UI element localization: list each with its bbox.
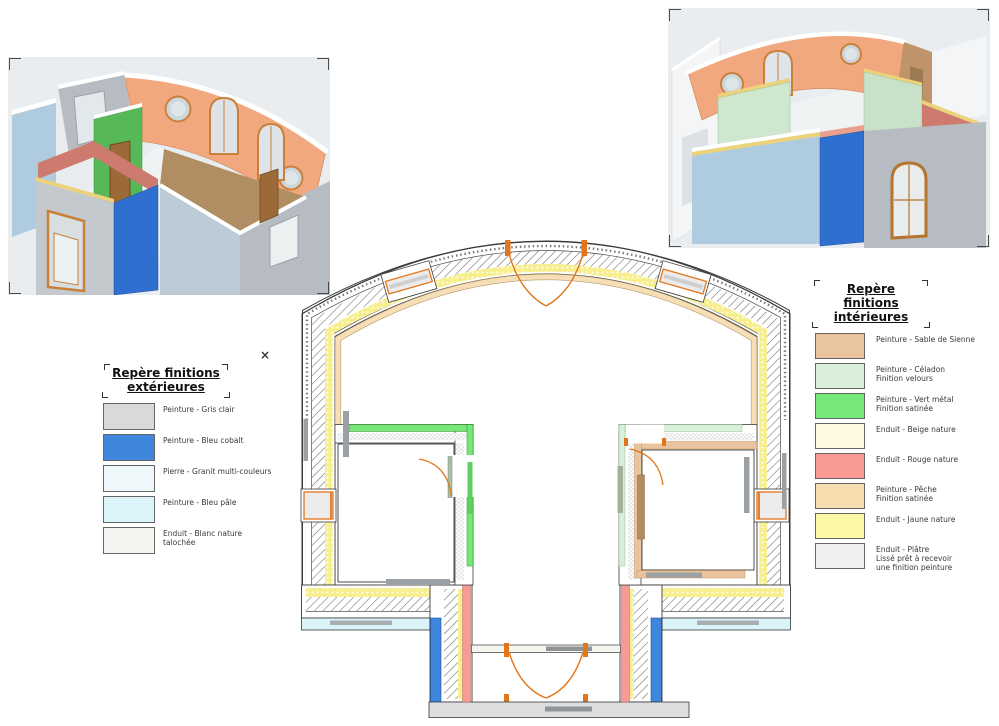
finish-swatch — [815, 483, 865, 509]
finish-swatch — [815, 543, 865, 569]
legend-exterior-finishes: Repère finitions extérieures Peinture - … — [102, 364, 303, 558]
red-wall — [38, 141, 158, 195]
corner-bracket-icon — [977, 9, 989, 21]
finish-swatch — [103, 496, 155, 523]
cobalt-panel — [819, 130, 865, 247]
sable-band-side — [634, 441, 642, 579]
legend-item: Peinture - Bleu cobalt — [103, 434, 303, 461]
cobalt-face — [430, 617, 442, 703]
sable-band-bottom — [636, 570, 746, 579]
door-swing — [418, 458, 453, 497]
finish-swatch — [103, 403, 155, 430]
step-face — [661, 617, 791, 631]
close-icon[interactable]: × — [260, 348, 271, 362]
south-wall-right-wing — [620, 584, 791, 631]
3d-view-left-drawing — [12, 71, 330, 295]
corner-bracket-icon — [9, 282, 21, 294]
rouge-face-east — [621, 581, 630, 703]
corner-bracket-icon — [9, 58, 21, 70]
legend-item: Enduit - Rouge nature — [815, 453, 995, 479]
legend-interior-title: Repère finitions intérieures — [812, 280, 930, 328]
front-left-lightblue-wall — [692, 128, 820, 244]
right-room — [158, 149, 307, 236]
finish-swatch — [103, 527, 155, 554]
wall-fitting — [782, 453, 787, 509]
finish-swatch — [815, 333, 865, 359]
finish-swatch — [815, 393, 865, 419]
3d-view-right-drawing — [671, 31, 986, 248]
legend-item: Pierre - Granit multi-couleurs — [103, 465, 303, 492]
entry-porch — [428, 701, 690, 718]
front-right-gray-wall — [864, 122, 986, 248]
right-room — [617, 424, 758, 586]
front-left-gray-wall — [36, 177, 114, 295]
corner-bracket-icon — [669, 9, 681, 21]
west-window — [300, 488, 337, 523]
right-inner-lightblue-wall — [160, 187, 240, 295]
legend-item: Enduit - Beige nature — [815, 423, 995, 449]
east-window — [753, 488, 790, 523]
corner-bracket-icon — [669, 235, 681, 247]
north-double-door — [505, 240, 587, 307]
legend-item: Enduit - Jaune nature — [815, 513, 995, 539]
entry-east-wall — [619, 584, 663, 703]
south-wall-left-wing — [301, 584, 472, 631]
door-swing — [629, 448, 664, 486]
room-interior — [641, 449, 755, 571]
arch-inner-finish-band — [334, 273, 758, 430]
small-window — [269, 214, 299, 268]
radiator — [744, 457, 750, 513]
wardrobe — [637, 474, 645, 540]
legend-interior-finishes: Repère finitions intérieures Peinture - … — [812, 280, 995, 576]
corner-bracket-icon — [977, 235, 989, 247]
salmon-cap — [820, 125, 864, 138]
legend-item: Peinture - Bleu pâle — [103, 496, 303, 523]
celadon-band-side — [618, 424, 626, 567]
step-face — [301, 617, 431, 631]
vert-metal-band-side — [466, 424, 474, 567]
finish-swatch — [815, 453, 865, 479]
celadon-band-top — [618, 424, 743, 432]
rouge-face-west — [462, 581, 471, 703]
cobalt-panel — [113, 184, 159, 295]
gray-pier — [343, 411, 349, 457]
vert-metal-band-top — [348, 424, 474, 432]
door-leaf — [447, 456, 453, 498]
legend-exterior-title: Repère finitions extérieures — [102, 364, 230, 398]
radiator — [386, 579, 450, 584]
left-room — [334, 411, 474, 586]
3d-view-right[interactable] — [668, 8, 990, 248]
3d-view-left[interactable] — [8, 57, 330, 295]
south-double-door — [504, 643, 588, 706]
arch-window-left — [380, 260, 438, 303]
exterior-wall — [301, 240, 791, 618]
room-interior — [337, 443, 455, 583]
arch-window-right — [654, 260, 712, 303]
finish-swatch — [815, 363, 865, 389]
wall-annotation-text — [305, 244, 787, 420]
finish-swatch — [103, 465, 155, 492]
entry-threshold — [471, 644, 621, 653]
finish-swatch — [815, 423, 865, 449]
entry-west-wall — [429, 584, 473, 703]
legend-item: Peinture - Sable de Sienne — [815, 333, 995, 359]
legend-item: Peinture - Gris clair — [103, 403, 303, 430]
corner-bracket-icon — [317, 58, 329, 70]
radiator — [646, 572, 702, 578]
cobalt-face — [650, 617, 662, 703]
finish-swatch — [815, 513, 865, 539]
wood-door — [259, 168, 279, 224]
finish-swatch — [103, 434, 155, 461]
corner-bracket-icon — [317, 282, 329, 294]
sable-band-top — [636, 441, 758, 450]
wall-fitting — [303, 419, 308, 461]
